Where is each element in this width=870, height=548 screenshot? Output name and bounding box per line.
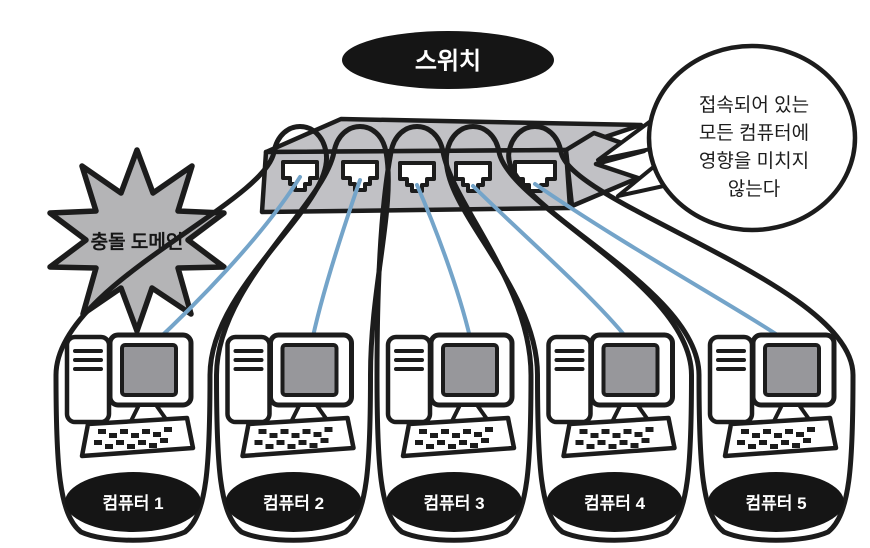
speech-bubble-line-3: 영향을 미치지	[699, 150, 809, 172]
speech-bubble-line-1: 접속되어 있는	[699, 94, 809, 116]
computer-1-label: 컴퓨터 1	[102, 493, 163, 513]
collision-domain-starburst	[47, 147, 227, 334]
computer-3-label: 컴퓨터 3	[423, 493, 484, 513]
computer-5-label: 컴퓨터 5	[745, 493, 806, 513]
switch-title: 스위치	[415, 48, 481, 75]
speech-bubble: 접속되어 있는 모든 컴퓨터에 영향을 미치지 않는다	[596, 43, 858, 233]
ethernet-cable-4	[471, 184, 635, 348]
ethernet-cable-5	[533, 182, 796, 348]
collision-domain-loop-4	[443, 124, 695, 543]
computer-4-label: 컴퓨터 4	[584, 493, 646, 513]
rj45-port-2	[341, 160, 379, 192]
ethernet-cable-3	[415, 183, 474, 348]
speech-bubble-line-4: 않는다	[728, 178, 780, 200]
rj45-port-3	[398, 161, 436, 193]
computer-2-label: 컴퓨터 2	[263, 493, 324, 513]
speech-bubble-body	[646, 43, 858, 233]
ethernet-cable-1	[149, 175, 302, 348]
switch-title-plate	[342, 31, 554, 89]
speech-bubble-line-2: 모든 컴퓨터에	[699, 122, 809, 144]
collision-domain-loop-5	[506, 124, 856, 543]
ethernet-cable-2	[309, 178, 362, 348]
